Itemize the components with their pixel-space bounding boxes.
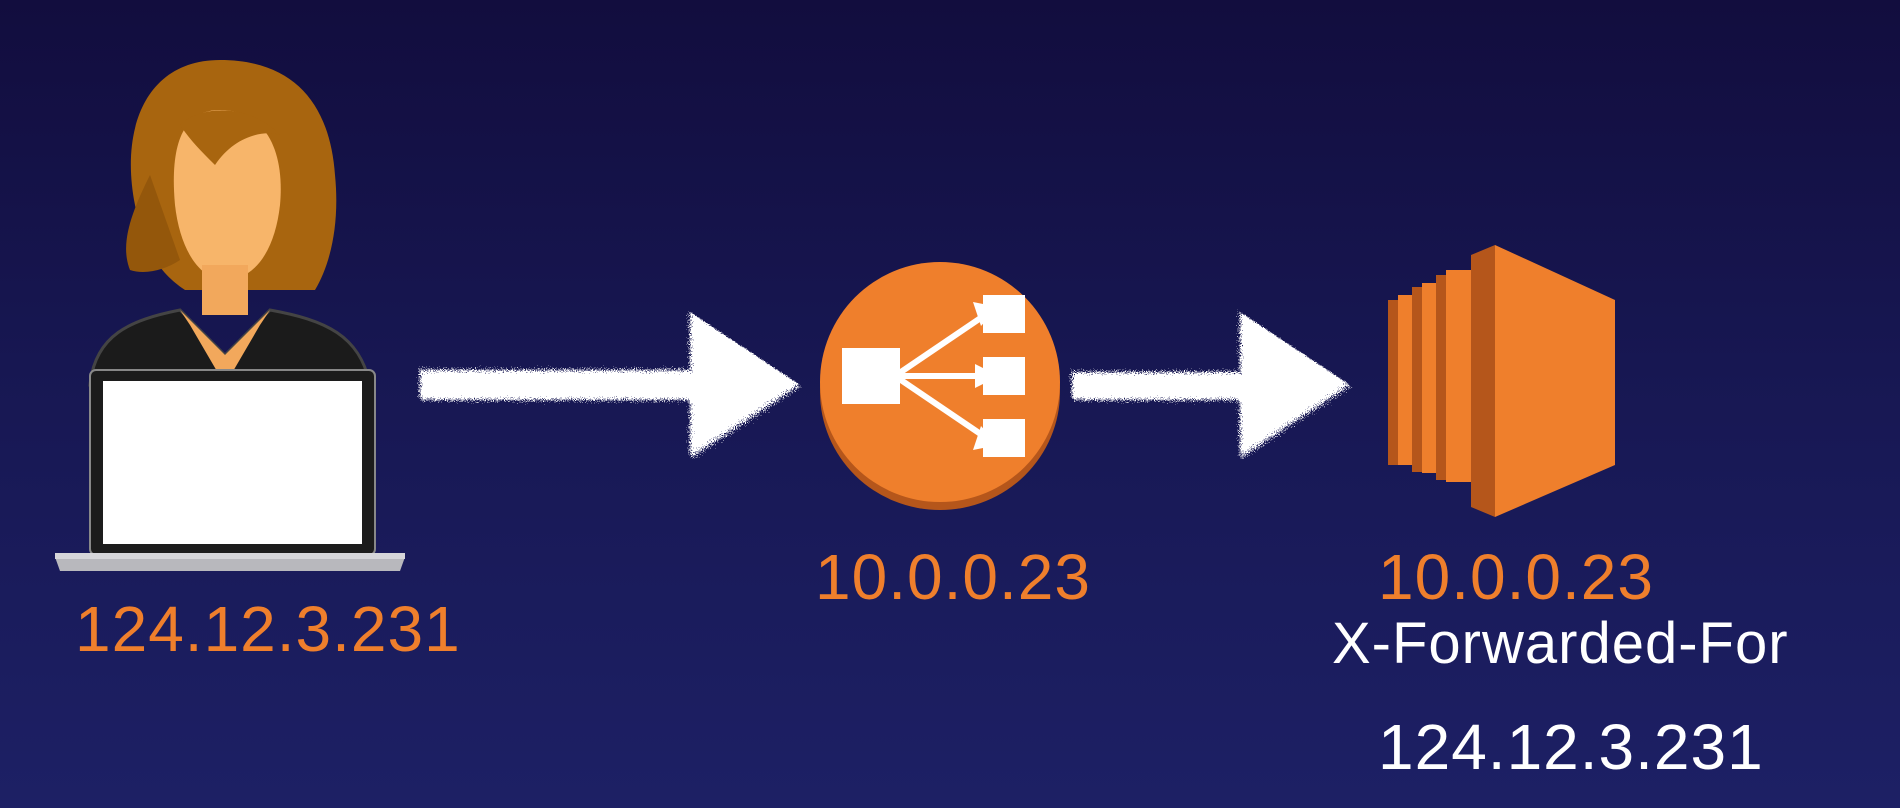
forwarded-header-label: X-Forwarded-For	[1332, 611, 1789, 676]
client-node	[50, 55, 410, 580]
ec2-instance-icon	[1388, 245, 1615, 517]
server-ip-label: 10.0.0.23	[1378, 541, 1654, 613]
client-ip-label: 124.12.3.231	[75, 593, 461, 665]
face	[173, 110, 281, 280]
arrow-client-to-lb-icon	[420, 312, 800, 458]
user-with-laptop-icon	[55, 60, 405, 571]
load-balancer-icon	[820, 262, 1060, 510]
arrow-lb-to-server-icon	[1072, 312, 1350, 458]
laptop-base	[55, 557, 405, 571]
load-balancer-ip-label: 10.0.0.23	[815, 541, 1091, 613]
forwarded-header-value: 124.12.3.231	[1378, 711, 1764, 783]
